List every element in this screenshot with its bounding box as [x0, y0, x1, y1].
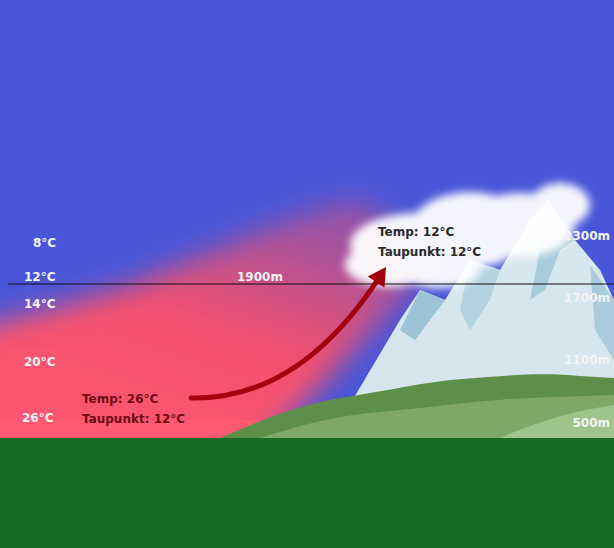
- air-parcel-values: Temp: 26°C Taupunkt: 12°C: [80, 390, 187, 428]
- altitude-label: 1900m: [237, 270, 283, 284]
- temperature-label: 20°C: [24, 355, 56, 369]
- altitude-label: 1100m: [564, 353, 610, 367]
- temperature-label: 8°C: [33, 236, 56, 250]
- value-text: Taupunkt: 12°C: [82, 411, 185, 427]
- altitude-label: 2300m: [564, 229, 610, 243]
- altitude-label: 500m: [572, 416, 610, 430]
- cloud-values: Temp: 12°C Taupunkt: 12°C: [376, 223, 483, 261]
- value-text: Temp: 26°C: [82, 391, 185, 407]
- rising-air-arrow: [191, 267, 386, 398]
- value-text: Temp: 12°C: [378, 224, 481, 240]
- altitude-label: 1700m: [564, 291, 610, 305]
- temperature-label: 26°C: [22, 411, 54, 425]
- value-text: Taupunkt: 12°C: [378, 244, 481, 260]
- temperature-label: 14°C: [24, 297, 56, 311]
- temperature-label: 12°C: [24, 270, 56, 284]
